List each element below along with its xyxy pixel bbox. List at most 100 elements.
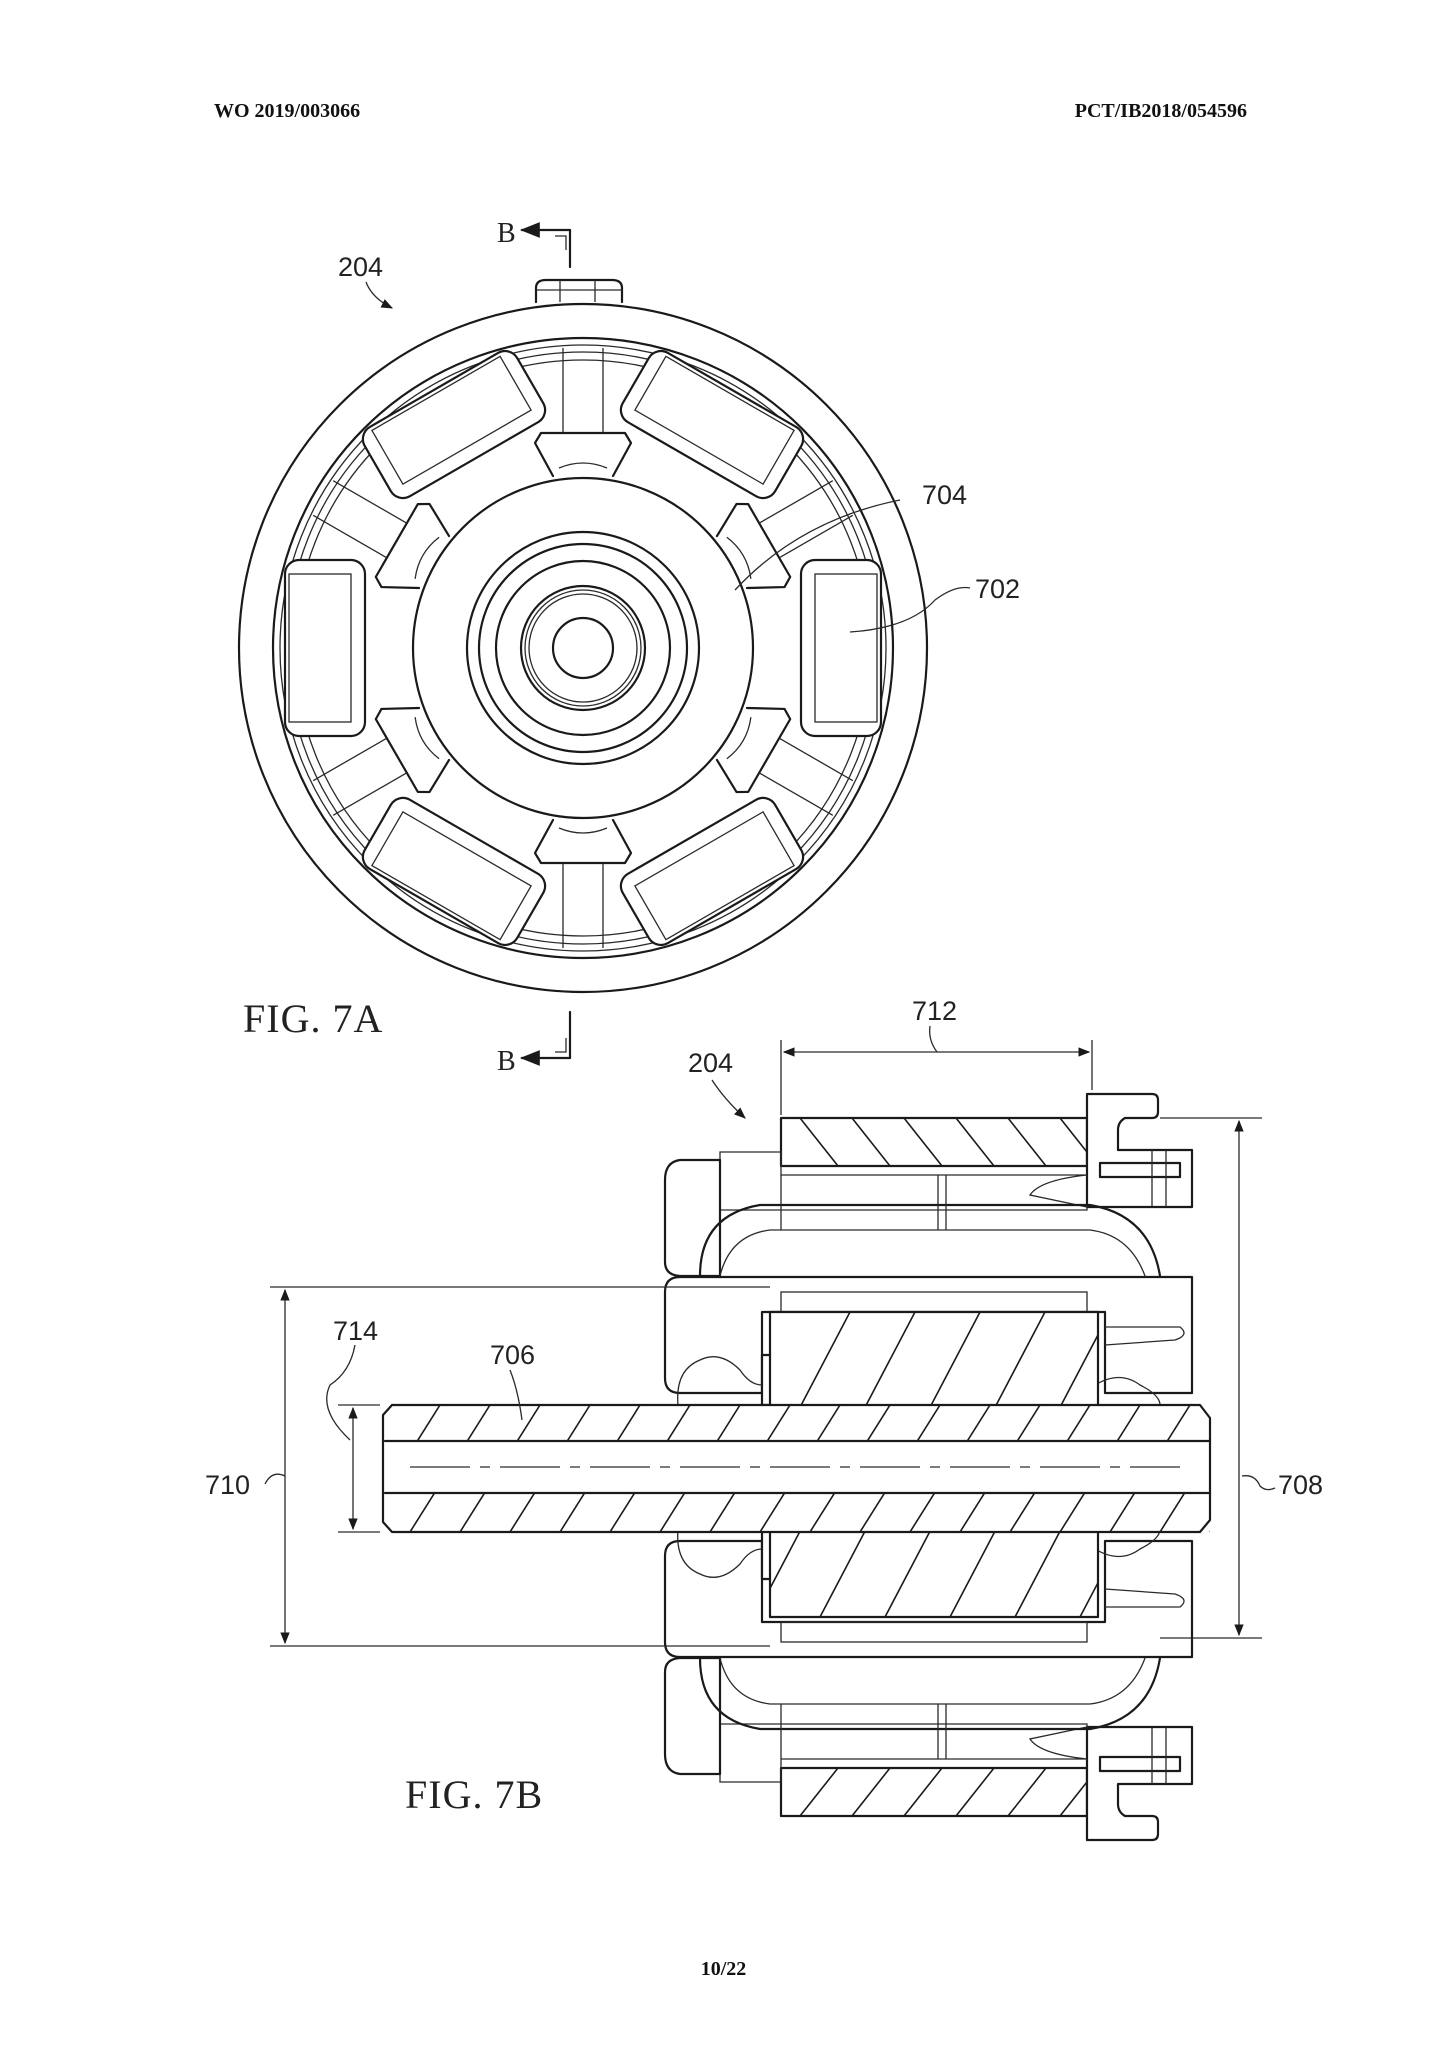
wire-loop xyxy=(677,1356,763,1406)
ref-label-704: 704 xyxy=(922,480,967,510)
pole-shoe-curve xyxy=(414,536,440,579)
pole-shoe xyxy=(533,818,633,865)
spoke-edge xyxy=(779,738,854,782)
rotor-lip xyxy=(1104,1588,1185,1608)
ref-label-702: 702 xyxy=(975,574,1020,604)
end-cap-left xyxy=(663,1158,722,1278)
pole-shoes xyxy=(312,348,854,948)
magnet-block xyxy=(619,796,805,947)
pole-shoe-curve xyxy=(414,717,440,760)
hatch-line xyxy=(1007,1767,1047,1817)
application-number: PCT/IB2018/054596 xyxy=(1074,100,1247,122)
pole-shoe xyxy=(715,706,792,794)
magnet xyxy=(619,796,805,947)
ref-label-204-7b: 204 xyxy=(688,1048,733,1078)
spoke-edge xyxy=(759,480,834,524)
coil-top xyxy=(719,1723,1088,1783)
magnet-block xyxy=(361,796,547,947)
magnet-inner-edge xyxy=(814,573,878,723)
coil-top xyxy=(719,1151,1088,1211)
ref-label-710: 710 xyxy=(205,1470,250,1500)
hatch-line xyxy=(799,1767,839,1817)
stator-section-bottom xyxy=(663,1527,1194,1842)
magnet-block xyxy=(799,558,883,738)
figure-7a-end-view: B B 204 704 702 FIG. 7A xyxy=(237,218,1020,1077)
section-label-bottom: B xyxy=(497,1046,516,1077)
coil-winding-inner xyxy=(719,1229,1146,1277)
ref-label-714: 714 xyxy=(333,1316,378,1346)
pole xyxy=(312,706,451,816)
hatch-line xyxy=(903,1767,943,1817)
retaining-clip xyxy=(1098,1755,1182,1773)
spoke-edge xyxy=(759,772,834,816)
ref-label-712: 712 xyxy=(912,996,957,1026)
pole xyxy=(533,818,633,948)
wire-loop xyxy=(1094,1376,1161,1406)
spoke-edge xyxy=(312,738,387,782)
rotor-lip xyxy=(1104,1326,1185,1346)
spoke-edge xyxy=(312,514,387,558)
page-number: 10/22 xyxy=(700,1958,747,1980)
pole xyxy=(312,480,451,590)
coil-winding-inner xyxy=(719,1657,1146,1705)
spoke-edge xyxy=(779,514,854,558)
magnet xyxy=(799,558,883,738)
hatch-line xyxy=(851,1767,891,1817)
figure-7b-section-view: 712 204 714 706 710 xyxy=(205,996,1323,1842)
magnet-inner-edge xyxy=(371,355,532,485)
pole-shoe-curve xyxy=(726,717,752,760)
spoke-edge xyxy=(332,772,407,816)
pole xyxy=(715,706,854,816)
hatch-line xyxy=(770,1312,851,1467)
magnet-inner-edge xyxy=(634,355,795,485)
magnet-array xyxy=(283,349,883,947)
ref-label-706: 706 xyxy=(490,1340,535,1370)
ref-label-708: 708 xyxy=(1278,1470,1323,1500)
pole xyxy=(715,480,854,590)
end-cap-left xyxy=(663,1656,722,1776)
hatch-line xyxy=(851,1117,891,1167)
hatch-line xyxy=(799,1117,839,1167)
magnet-block xyxy=(619,349,805,500)
magnet-block xyxy=(361,349,547,500)
rotor-sleeve xyxy=(780,1621,1088,1643)
magnet-inner-edge xyxy=(634,811,795,941)
wire-loop xyxy=(677,1528,763,1578)
spoke-edge xyxy=(332,480,407,524)
publication-number: WO 2019/003066 xyxy=(214,100,361,122)
hatch-line xyxy=(1007,1117,1047,1167)
pole-shoe xyxy=(374,502,451,590)
ref-label-204-7a: 204 xyxy=(338,252,383,282)
section-label-top: B xyxy=(497,218,516,249)
hatch-line xyxy=(955,1767,995,1817)
rotor-hub xyxy=(411,476,755,820)
magnet xyxy=(283,558,367,738)
pole-shoe-curve xyxy=(558,827,608,834)
retaining-clip xyxy=(1098,1161,1182,1179)
wire-loop xyxy=(1094,1528,1161,1558)
magnet-block xyxy=(283,558,367,738)
magnet xyxy=(361,796,547,947)
inner-housing-ring xyxy=(271,336,895,960)
magnet xyxy=(361,349,547,500)
figure-caption-7b: FIG. 7B xyxy=(405,1772,543,1817)
hatch-line xyxy=(903,1117,943,1167)
housing-tab xyxy=(534,278,624,304)
shaft-bore xyxy=(551,616,615,680)
magnet-inner-edge xyxy=(288,573,352,723)
hatch-line xyxy=(955,1117,995,1167)
housing-flange xyxy=(1085,1725,1194,1842)
pole xyxy=(533,348,633,478)
coil-winding xyxy=(698,1203,1162,1278)
pole-shoe-curve xyxy=(558,462,608,469)
coil-winding xyxy=(698,1656,1162,1731)
hatch-line xyxy=(1209,1405,1210,1532)
pole-shoe xyxy=(533,431,633,478)
magnet xyxy=(619,349,805,500)
section-marker-top: B xyxy=(497,218,572,269)
figure-caption-7a: FIG. 7A xyxy=(243,996,383,1041)
magnet-inner-edge xyxy=(371,811,532,941)
section-marker-bottom: B xyxy=(497,1010,572,1077)
pole-shoe xyxy=(715,502,792,590)
